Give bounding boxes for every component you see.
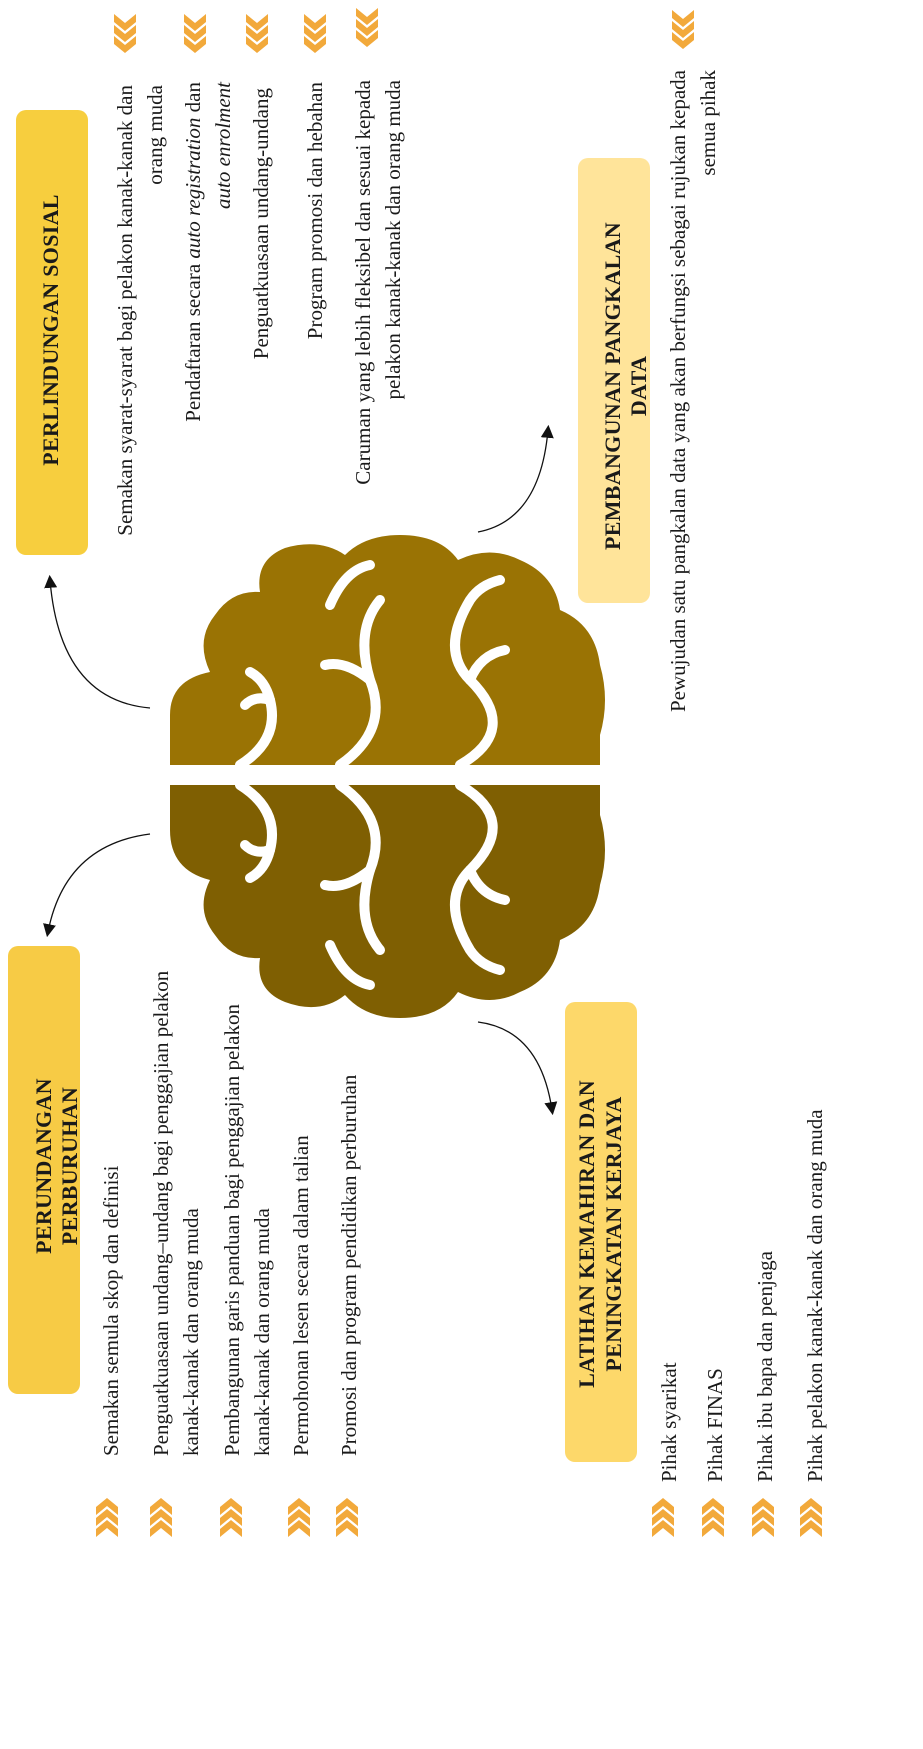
perundangan-perburuhan-box: PERUNDANGAN PERBURUHAN xyxy=(8,946,82,1394)
chevron-group-bottom xyxy=(96,1498,822,1537)
chevron-up-icon xyxy=(800,1498,822,1537)
chevron-down-icon xyxy=(304,14,326,53)
chevron-up-icon xyxy=(702,1498,724,1537)
brain-bottom-half-icon xyxy=(170,785,605,1018)
pembangunan-pangkalan-data-box: PEMBANGUNAN PANGKALAN DATA xyxy=(578,158,651,603)
chevron-up-icon xyxy=(652,1498,674,1537)
brain-folds-icon xyxy=(235,560,510,990)
chevron-group-top xyxy=(114,8,694,53)
latihan-kemahiran-box: LATIHAN KEMAHIRAN DAN PENINGKATAN KERJAY… xyxy=(565,1002,637,1462)
chevron-up-icon xyxy=(752,1498,774,1537)
chevron-up-icon xyxy=(150,1498,172,1537)
chevron-down-icon xyxy=(356,8,378,47)
arrow-to-pangkalan xyxy=(477,424,554,533)
perlindungan-sosial-box: PERLINDUNGAN SOSIAL xyxy=(16,110,88,555)
chevron-up-icon xyxy=(288,1498,310,1537)
chevron-up-icon xyxy=(220,1498,242,1537)
chevron-down-icon xyxy=(114,14,136,53)
brain-top-half-icon xyxy=(170,535,605,765)
chevron-up-icon xyxy=(336,1498,358,1537)
chevron-down-icon xyxy=(246,14,268,53)
chevron-down-icon xyxy=(672,10,694,49)
chevron-down-icon xyxy=(184,14,206,53)
arrow-to-perlindungan xyxy=(44,574,151,709)
arrow-to-perundangan xyxy=(43,833,151,938)
chevron-up-icon xyxy=(96,1498,118,1537)
arrow-to-latihan xyxy=(477,1021,558,1116)
